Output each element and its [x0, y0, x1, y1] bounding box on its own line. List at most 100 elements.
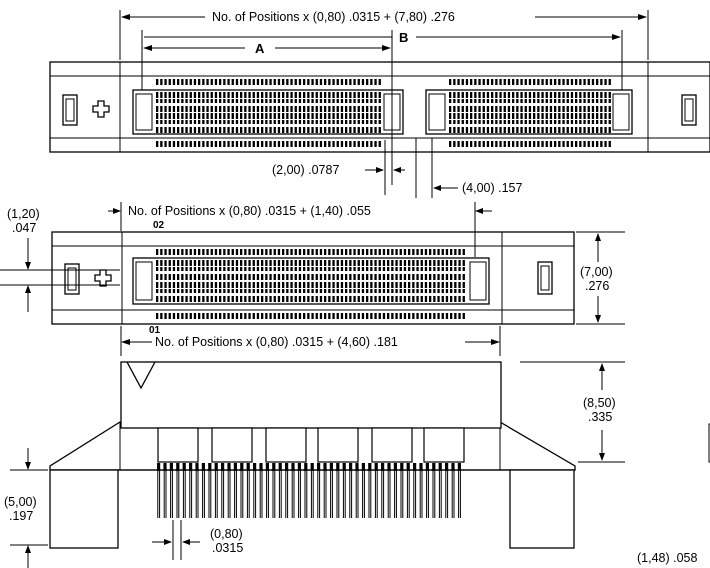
middle-contact-tooth: [206, 296, 209, 302]
top-contact-tooth: [156, 113, 159, 119]
middle-contact-tooth: [256, 289, 260, 293]
top-contact-tooth: [499, 99, 502, 103]
top-contact-tooth: [370, 120, 373, 124]
middle-outer-tooth: [332, 313, 335, 319]
top-contact-tooth: [570, 92, 574, 98]
top-contact-tooth: [345, 106, 348, 112]
top-outer-tooth: [311, 79, 314, 85]
top-contact-tooth: [269, 120, 272, 124]
top-outer-tooth: [558, 79, 561, 85]
top-contact-tooth: [370, 113, 373, 119]
top-outer-tooth: [198, 141, 201, 147]
top-contact-tooth: [248, 99, 251, 103]
middle-outer-tooth: [177, 313, 180, 319]
middle-contact-tooth: [223, 296, 226, 302]
middle-contact-tooth: [303, 289, 306, 293]
top-contact-tooth: [516, 106, 519, 112]
middle-contact-tooth: [387, 289, 390, 293]
top-outer-tooth: [248, 79, 251, 85]
middle-contact-tooth: [391, 260, 394, 266]
top-contact-tooth: [486, 127, 490, 133]
top-contact-tooth: [340, 113, 344, 119]
top-outer-tooth: [461, 79, 464, 85]
middle-outer-tooth: [256, 249, 260, 255]
top-contact-tooth: [520, 127, 523, 133]
pin-head: [163, 463, 167, 471]
middle-contact-tooth: [462, 289, 465, 293]
top-outer-tooth: [570, 141, 574, 147]
top-contact-tooth: [252, 127, 255, 133]
top-contact-tooth: [378, 120, 381, 124]
middle-contact-tooth: [374, 296, 377, 302]
label-a: A: [255, 41, 265, 56]
middle-contact-tooth: [454, 260, 457, 266]
top-contact-tooth: [227, 99, 230, 103]
middle-contact-tooth: [286, 274, 289, 280]
middle-contact-tooth: [269, 274, 272, 280]
middle-contact-tooth: [395, 267, 398, 271]
top-contact-tooth: [482, 106, 485, 112]
top-outer-tooth: [349, 141, 352, 147]
middle-contact-tooth: [336, 282, 339, 288]
middle-contact-tooth: [441, 296, 444, 302]
middle-outer-tooth: [219, 249, 222, 255]
top-outer-tooth: [499, 141, 502, 147]
middle-contact-tooth: [244, 289, 247, 293]
middle-outer-tooth: [441, 249, 444, 255]
top-contact-tooth: [470, 106, 473, 112]
middle-contact-tooth: [416, 267, 419, 271]
top-contact-tooth: [554, 113, 557, 119]
top-contact-tooth: [608, 127, 611, 133]
middle-contact-tooth: [202, 260, 205, 266]
top-contact-tooth: [516, 92, 519, 98]
top-contact-tooth: [507, 120, 511, 124]
middle-contact-tooth: [286, 289, 289, 293]
top-outer-tooth: [520, 141, 523, 147]
top-contact-tooth: [156, 106, 159, 112]
top-contact-tooth: [193, 113, 197, 119]
top-contact-tooth: [554, 99, 557, 103]
top-outer-tooth: [516, 141, 519, 147]
middle-contact-tooth: [382, 282, 386, 288]
middle-contact-tooth: [164, 289, 167, 293]
top-outer-tooth: [328, 79, 331, 85]
top-contact-tooth: [549, 92, 553, 98]
top-contact-tooth: [558, 92, 561, 98]
top-outer-tooth: [370, 141, 373, 147]
top-outer-tooth: [449, 141, 452, 147]
middle-contact-tooth: [193, 267, 197, 271]
middle-contact-tooth: [412, 282, 415, 288]
top-contact-tooth: [282, 127, 285, 133]
middle-outer-tooth: [324, 249, 327, 255]
middle-outer-tooth: [391, 313, 394, 319]
top-contact-tooth: [298, 99, 302, 103]
dim-left-top: (1,20): [7, 207, 40, 221]
middle-outer-tooth: [370, 249, 373, 255]
middle-contact-tooth: [399, 296, 402, 302]
middle-outer-tooth: [357, 249, 360, 255]
top-contact-tooth: [294, 99, 297, 103]
middle-contact-tooth: [156, 296, 159, 302]
top-outer-tooth: [512, 79, 515, 85]
middle-contact-tooth: [206, 260, 209, 266]
top-contact-tooth: [244, 106, 247, 112]
top-contact-tooth: [587, 120, 590, 124]
middle-outer-tooth: [286, 313, 289, 319]
top-outer-tooth: [596, 141, 599, 147]
top-contact-tooth: [566, 127, 569, 133]
middle-contact-tooth: [307, 289, 310, 293]
middle-contact-tooth: [353, 296, 356, 302]
middle-contact-tooth: [235, 260, 239, 266]
top-contact-tooth: [545, 99, 548, 103]
middle-contact-tooth: [454, 296, 457, 302]
middle-contact-tooth: [370, 267, 373, 271]
top-outer-tooth: [210, 79, 213, 85]
top-outer-tooth: [541, 79, 544, 85]
top-contact-tooth: [499, 127, 502, 133]
top-outer-tooth: [353, 79, 356, 85]
middle-outer-tooth: [311, 249, 314, 255]
middle-outer-tooth: [361, 313, 365, 319]
top-outer-tooth: [307, 141, 310, 147]
middle-contact-tooth: [185, 260, 188, 266]
middle-contact-tooth: [340, 296, 344, 302]
